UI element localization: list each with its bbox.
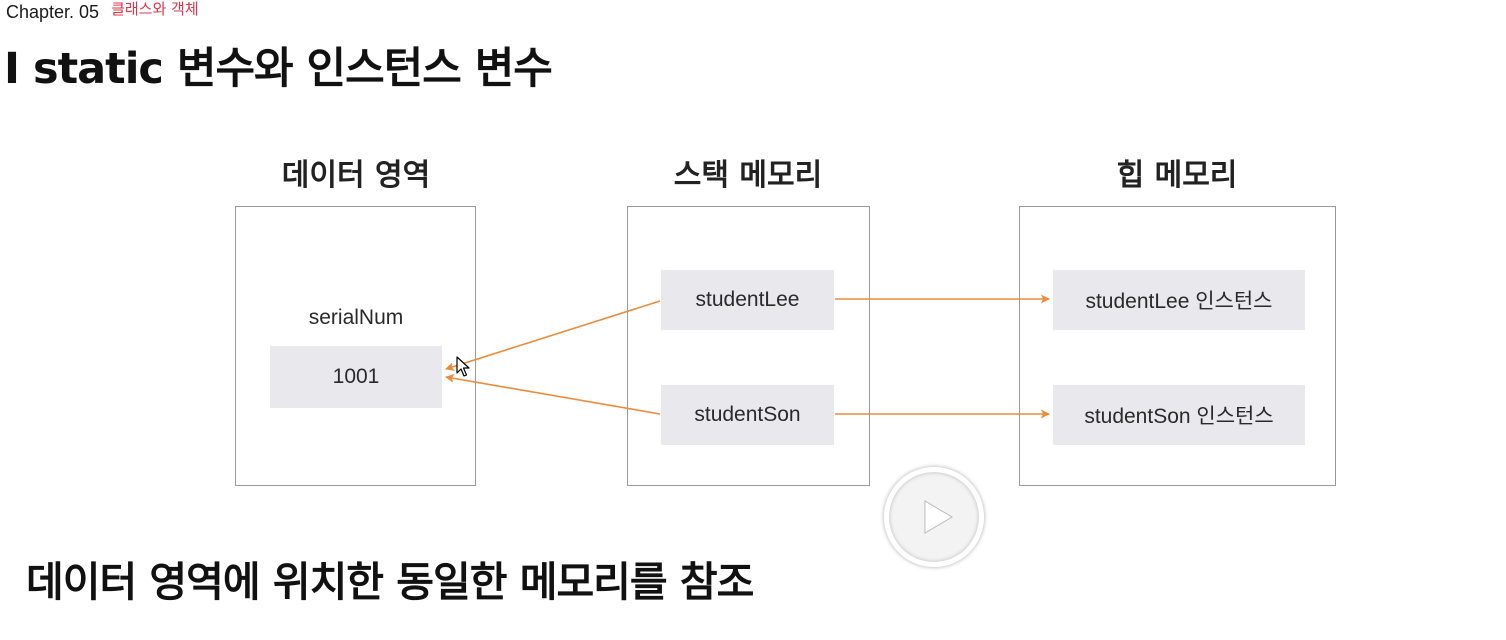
heap-instance-student-lee: studentLee 인스턴스 xyxy=(1053,270,1305,330)
stack-ref-label: studentLee xyxy=(695,288,800,311)
heap-instance-student-son: studentSon 인스턴스 xyxy=(1053,385,1305,445)
slide-caption: 데이터 영역에 위치한 동일한 메모리를 참조 xyxy=(26,558,754,606)
serial-num-label: serialNum xyxy=(308,306,404,329)
slide-title: I static 변수와 인스턴스 변수 xyxy=(4,44,553,94)
stack-memory-title: 스택 메모리 xyxy=(673,158,823,193)
serial-num-value: 1001 xyxy=(332,365,380,388)
chapter-header: Chapter. 05 클래스와 객체 xyxy=(6,0,199,23)
serial-num-value-cell: 1001 xyxy=(270,346,442,408)
play-icon xyxy=(924,500,953,534)
stack-ref-student-lee: studentLee xyxy=(661,270,834,330)
data-area-title: 데이터 영역 xyxy=(281,158,431,193)
mouse-cursor-icon xyxy=(456,356,470,377)
stack-ref-label: studentSon xyxy=(694,403,801,426)
chapter-label: Chapter. 05 xyxy=(6,2,100,22)
heap-memory-title: 힙 메모리 xyxy=(1116,158,1238,193)
chapter-topic: 클래스와 객체 xyxy=(111,0,199,18)
stack-ref-student-son: studentSon xyxy=(661,385,834,445)
heap-instance-label: studentLee 인스턴스 xyxy=(1085,290,1273,313)
play-button[interactable] xyxy=(884,467,984,567)
heap-instance-label: studentSon 인스턴스 xyxy=(1084,405,1274,428)
